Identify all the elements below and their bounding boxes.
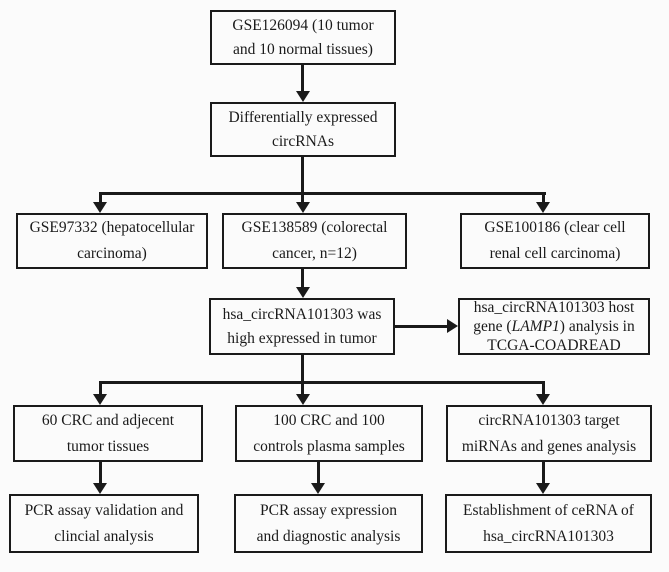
node-line: renal cell carcinoma) bbox=[489, 245, 621, 262]
node-line: Establishment of ceRNA of bbox=[463, 501, 634, 519]
node-line: hsa_circRNA101303 bbox=[483, 527, 614, 545]
node-line: cancer, n=12) bbox=[272, 245, 357, 262]
arrow-crc60-to-pcrvalidation-shaft bbox=[99, 462, 102, 485]
node-line: 60 CRC and adjecent bbox=[41, 411, 175, 429]
arrow-hsahigh-to-crc100-shaft bbox=[301, 355, 304, 396]
node-line: high expressed in tumor bbox=[227, 329, 377, 347]
node-target-mirna: circRNA101303 target miRNAs and genes an… bbox=[446, 405, 652, 462]
arrow-crc60-to-pcrvalidation-head bbox=[93, 483, 107, 494]
node-line-part: gene ( bbox=[473, 318, 512, 335]
arrow-target-to-cerna-head bbox=[536, 483, 550, 494]
arrow-branch1-to-gse97332-shaft bbox=[99, 192, 102, 204]
arrow-branch2-to-crc60-shaft bbox=[99, 381, 102, 395]
branch1-line bbox=[99, 192, 546, 195]
node-line: clincial analysis bbox=[54, 527, 154, 545]
arrow-branch2-to-target-shaft bbox=[542, 381, 545, 395]
node-line: hsa_circRNA101303 host bbox=[473, 299, 635, 316]
node-gse100186: GSE100186 (clear cell renal cell carcino… bbox=[460, 213, 650, 269]
arrow-gse138589-to-hsahigh-head bbox=[296, 287, 310, 298]
branch2-line bbox=[99, 381, 545, 384]
node-line: TCGA-COADREAD bbox=[487, 337, 621, 354]
arrow-gse126094-to-diff-head bbox=[296, 91, 310, 102]
node-gse138589: GSE138589 (colorectal cancer, n=12) bbox=[222, 213, 407, 269]
node-line: PCR assay validation and bbox=[24, 501, 184, 519]
node-line: gene (LAMP1) analysis in bbox=[473, 317, 634, 336]
node-line: and diagnostic analysis bbox=[256, 527, 401, 545]
arrow-branch1-to-gse100186-shaft bbox=[542, 192, 545, 204]
node-line-part: ) analysis in bbox=[559, 318, 635, 335]
node-line: circRNAs bbox=[272, 132, 334, 150]
node-line: tumor tissues bbox=[66, 437, 150, 455]
node-line: 100 CRC and 100 bbox=[273, 411, 385, 429]
gene-symbol-italic: LAMP1 bbox=[511, 318, 560, 335]
node-diff-circrnas: Differentially expressed circRNAs bbox=[210, 102, 396, 157]
arrow-diff-to-gse138589-head bbox=[296, 202, 310, 213]
node-line: miRNAs and genes analysis bbox=[461, 437, 637, 455]
node-line: hsa_circRNA101303 was bbox=[222, 305, 382, 323]
node-line: PCR assay expression bbox=[260, 501, 397, 519]
arrow-diff-to-gse138589-shaft bbox=[301, 157, 304, 204]
node-host-gene: hsa_circRNA101303 host gene (LAMP1) anal… bbox=[458, 298, 650, 355]
node-cerna: Establishment of ceRNA of hsa_circRNA101… bbox=[445, 494, 652, 553]
arrow-hsahigh-to-crc100-head bbox=[296, 394, 310, 405]
arrow-branch2-to-target-head bbox=[536, 394, 550, 405]
node-line: circRNA101303 target bbox=[478, 411, 620, 429]
node-pcr-expression: PCR assay expression and diagnostic anal… bbox=[234, 494, 423, 553]
arrow-branch2-to-crc60-head bbox=[93, 394, 107, 405]
node-gse126094: GSE126094 (10 tumor and 10 normal tissue… bbox=[210, 10, 396, 65]
node-line: controls plasma samples bbox=[253, 437, 405, 455]
arrow-hsahigh-to-hostgene-head bbox=[447, 319, 458, 333]
arrow-crc100-to-pcrexpression-shaft bbox=[317, 462, 320, 485]
arrow-gse126094-to-diff-shaft bbox=[301, 65, 304, 93]
node-crc100: 100 CRC and 100 controls plasma samples bbox=[235, 405, 423, 462]
node-gse97332: GSE97332 (hepatocellular carcinoma) bbox=[16, 213, 208, 269]
node-line: GSE97332 (hepatocellular bbox=[29, 219, 195, 236]
node-line: carcinoma) bbox=[77, 245, 147, 262]
arrow-branch1-to-gse97332-head bbox=[93, 202, 107, 213]
arrow-crc100-to-pcrexpression-head bbox=[311, 483, 325, 494]
node-pcr-validation: PCR assay validation and clincial analys… bbox=[9, 494, 199, 553]
arrow-branch1-to-gse100186-head bbox=[536, 202, 550, 213]
node-line: Differentially expressed bbox=[228, 108, 378, 126]
arrow-gse138589-to-hsahigh-shaft bbox=[301, 269, 304, 290]
node-line: GSE100186 (clear cell bbox=[484, 219, 626, 236]
node-line: GSE138589 (colorectal bbox=[241, 219, 388, 236]
node-line: and 10 normal tissues) bbox=[233, 40, 373, 58]
arrow-target-to-cerna-shaft bbox=[542, 462, 545, 485]
node-hsa-high: hsa_circRNA101303 was high expressed in … bbox=[209, 298, 395, 355]
node-line: GSE126094 (10 tumor bbox=[232, 16, 374, 34]
node-crc60: 60 CRC and adjecent tumor tissues bbox=[13, 405, 203, 462]
arrow-hsahigh-to-hostgene-shaft bbox=[394, 325, 447, 328]
